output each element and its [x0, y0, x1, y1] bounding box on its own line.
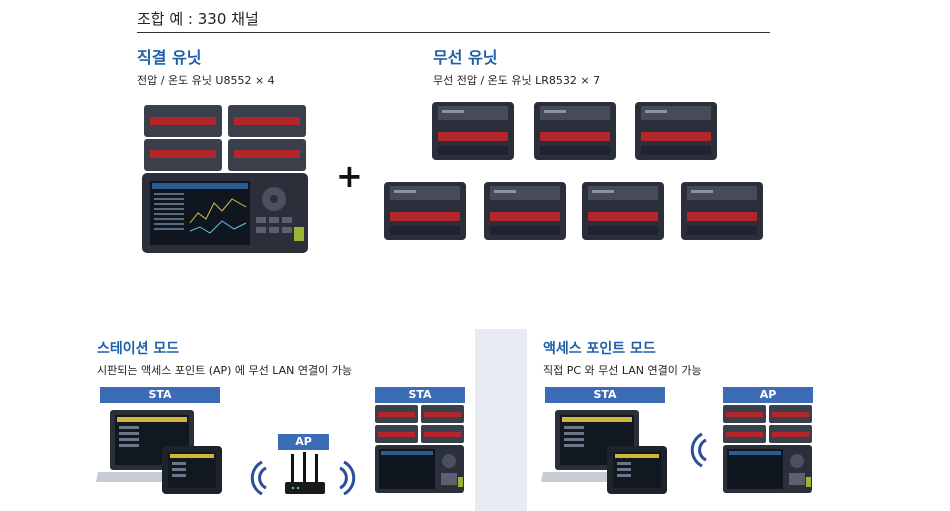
header-divider: [137, 32, 770, 33]
sta-label-left: STA: [100, 387, 220, 403]
sta-label: STA: [545, 387, 665, 403]
wireless-unit-title: 무선 유닛: [433, 48, 498, 67]
section-divider-panel: [475, 329, 527, 511]
wireless-waves-icon: [250, 460, 267, 496]
wireless-units-image: [384, 102, 763, 240]
router-icon: [285, 452, 325, 494]
direct-unit-title: 직결 유닛: [137, 48, 202, 67]
ap-label-right: AP: [723, 387, 813, 403]
station-mode-title: 스테이션 모드: [97, 341, 180, 357]
wireless-waves-icon: [339, 460, 356, 496]
laptop-tablet-image: [541, 410, 667, 494]
ap-mode-subtitle: 직접 PC 와 무선 LAN 연결이 가능: [543, 364, 702, 377]
direct-unit-device-image: [142, 105, 308, 253]
wireless-waves-icon: [690, 432, 707, 468]
direct-unit-subtitle: 전압 / 온도 유닛 U8552 × 4: [137, 74, 275, 87]
plus-sign: +: [336, 157, 363, 195]
ap-label: AP: [278, 434, 329, 450]
logger-device-image: [375, 405, 464, 493]
page-title: 조합 예 : 330 채널: [137, 10, 259, 28]
sta-label-right: STA: [375, 387, 465, 403]
ap-mode-title: 액세스 포인트 모드: [543, 341, 656, 357]
laptop-tablet-image: [96, 410, 222, 494]
wireless-unit-subtitle: 무선 전압 / 온도 유닛 LR8532 × 7: [433, 74, 601, 87]
logger-device-image: [723, 405, 812, 493]
station-mode-subtitle: 시판되는 액세스 포인트 (AP) 에 무선 LAN 연결이 가능: [97, 364, 353, 377]
